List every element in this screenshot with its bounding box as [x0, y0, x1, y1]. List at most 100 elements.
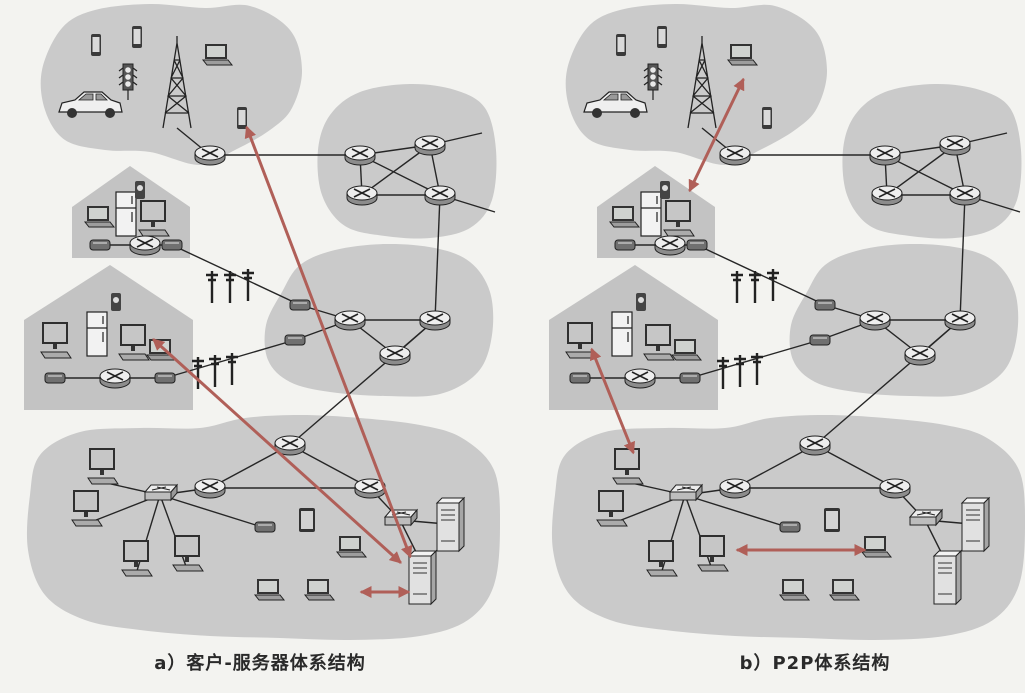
- utility-pole-icon: [751, 353, 763, 385]
- desktop-icon: [173, 535, 203, 571]
- laptop-base: [255, 595, 284, 600]
- utility-pole-icon: [224, 271, 236, 303]
- router-icon: [870, 146, 900, 165]
- laptop-screen: [784, 581, 802, 592]
- laptop-base: [305, 595, 334, 600]
- desktop-stand: [84, 512, 88, 517]
- server-icon: [409, 551, 436, 604]
- modem-icon: [815, 300, 835, 310]
- desktop-stand: [100, 470, 104, 475]
- router-icon: [195, 479, 225, 498]
- refrigerator-body: [116, 192, 136, 236]
- desktop-icon: [664, 200, 694, 236]
- server-icon: [962, 498, 989, 551]
- laptop-base: [728, 60, 757, 65]
- router-icon: [905, 346, 935, 365]
- smartphone-screen: [659, 29, 666, 44]
- utility-pole-icon: [206, 271, 218, 303]
- router-icon: [415, 136, 445, 155]
- thermostat-dial: [137, 185, 143, 191]
- laptop-screen: [676, 341, 694, 352]
- modem-body: [687, 240, 707, 250]
- laptop-screen: [259, 581, 277, 592]
- desktop-stand: [710, 557, 714, 562]
- desktop-stand: [659, 562, 663, 567]
- server-side: [431, 551, 436, 604]
- laptop-base: [780, 595, 809, 600]
- smartphone-icon: [657, 26, 667, 48]
- router-icon: [860, 311, 890, 330]
- utility-pole-icon: [749, 271, 761, 303]
- laptop-base: [830, 595, 859, 600]
- desktop-screen: [600, 492, 622, 510]
- desktop-icon: [139, 200, 169, 236]
- utility-pole-shape: [767, 269, 779, 301]
- mobile-network-cloud: [566, 4, 827, 165]
- laptop-screen: [834, 581, 852, 592]
- server-side: [984, 498, 989, 551]
- smartphone-icon: [237, 107, 247, 129]
- refrigerator-body: [612, 312, 632, 356]
- mobile-network-cloud: [41, 4, 302, 165]
- desktop-icon: [597, 490, 627, 526]
- desktop-icon: [72, 490, 102, 526]
- smartphone-screen: [239, 110, 246, 125]
- router-icon: [880, 479, 910, 498]
- desktop-stand: [578, 344, 582, 349]
- switch-icon: [385, 510, 417, 525]
- tablet-screen: [826, 511, 838, 529]
- thermostat-icon: [660, 181, 670, 199]
- desktop-screen: [176, 537, 198, 555]
- desktop-keyboard: [139, 230, 169, 236]
- desktop-screen: [650, 542, 672, 560]
- desktop-stand: [53, 344, 57, 349]
- modem-body: [615, 240, 635, 250]
- modem-icon: [162, 240, 182, 250]
- thermostat-dial: [113, 297, 119, 303]
- panel-p2p: [549, 4, 1025, 640]
- refrigerator-icon: [612, 312, 632, 356]
- caption-p2p: b）P2P体系结构: [640, 650, 990, 678]
- desktop-stand: [185, 557, 189, 562]
- desktop-stand: [609, 512, 613, 517]
- laptop-base: [610, 222, 639, 227]
- modem-body: [290, 300, 310, 310]
- smartphone-icon: [762, 107, 772, 129]
- traffic-light-lamp: [650, 67, 656, 73]
- utility-pole-shape: [209, 355, 221, 387]
- utility-pole-icon: [717, 357, 729, 389]
- modem-icon: [290, 300, 310, 310]
- laptop-base: [672, 355, 701, 360]
- laptop-screen: [309, 581, 327, 592]
- car-wheel: [592, 108, 602, 118]
- traffic-light-lamp: [650, 81, 656, 87]
- desktop-screen: [125, 542, 147, 560]
- router-icon: [950, 186, 980, 205]
- smartphone-screen: [134, 29, 141, 44]
- thermostat-dial: [662, 185, 668, 191]
- modem-body: [255, 522, 275, 532]
- desktop-screen: [701, 537, 723, 555]
- laptop-screen: [341, 538, 359, 549]
- modem-icon: [255, 522, 275, 532]
- modem-highlight: [93, 242, 107, 244]
- desktop-keyboard: [664, 230, 694, 236]
- laptop-base: [337, 552, 366, 557]
- laptop-screen: [614, 208, 632, 219]
- modem-highlight: [573, 375, 587, 377]
- desktop-screen: [75, 492, 97, 510]
- desktop-screen: [91, 450, 113, 468]
- modem-icon: [285, 335, 305, 345]
- desktop-screen: [616, 450, 638, 468]
- desktop-keyboard: [173, 565, 203, 571]
- laptop-screen: [866, 538, 884, 549]
- utility-pole-icon: [734, 355, 746, 387]
- router-icon: [195, 146, 225, 165]
- modem-highlight: [783, 524, 797, 526]
- desktop-screen: [667, 202, 689, 220]
- router-icon: [720, 479, 750, 498]
- modem-highlight: [158, 375, 172, 377]
- modem-icon: [780, 522, 800, 532]
- refrigerator-icon: [87, 312, 107, 356]
- modem-body: [810, 335, 830, 345]
